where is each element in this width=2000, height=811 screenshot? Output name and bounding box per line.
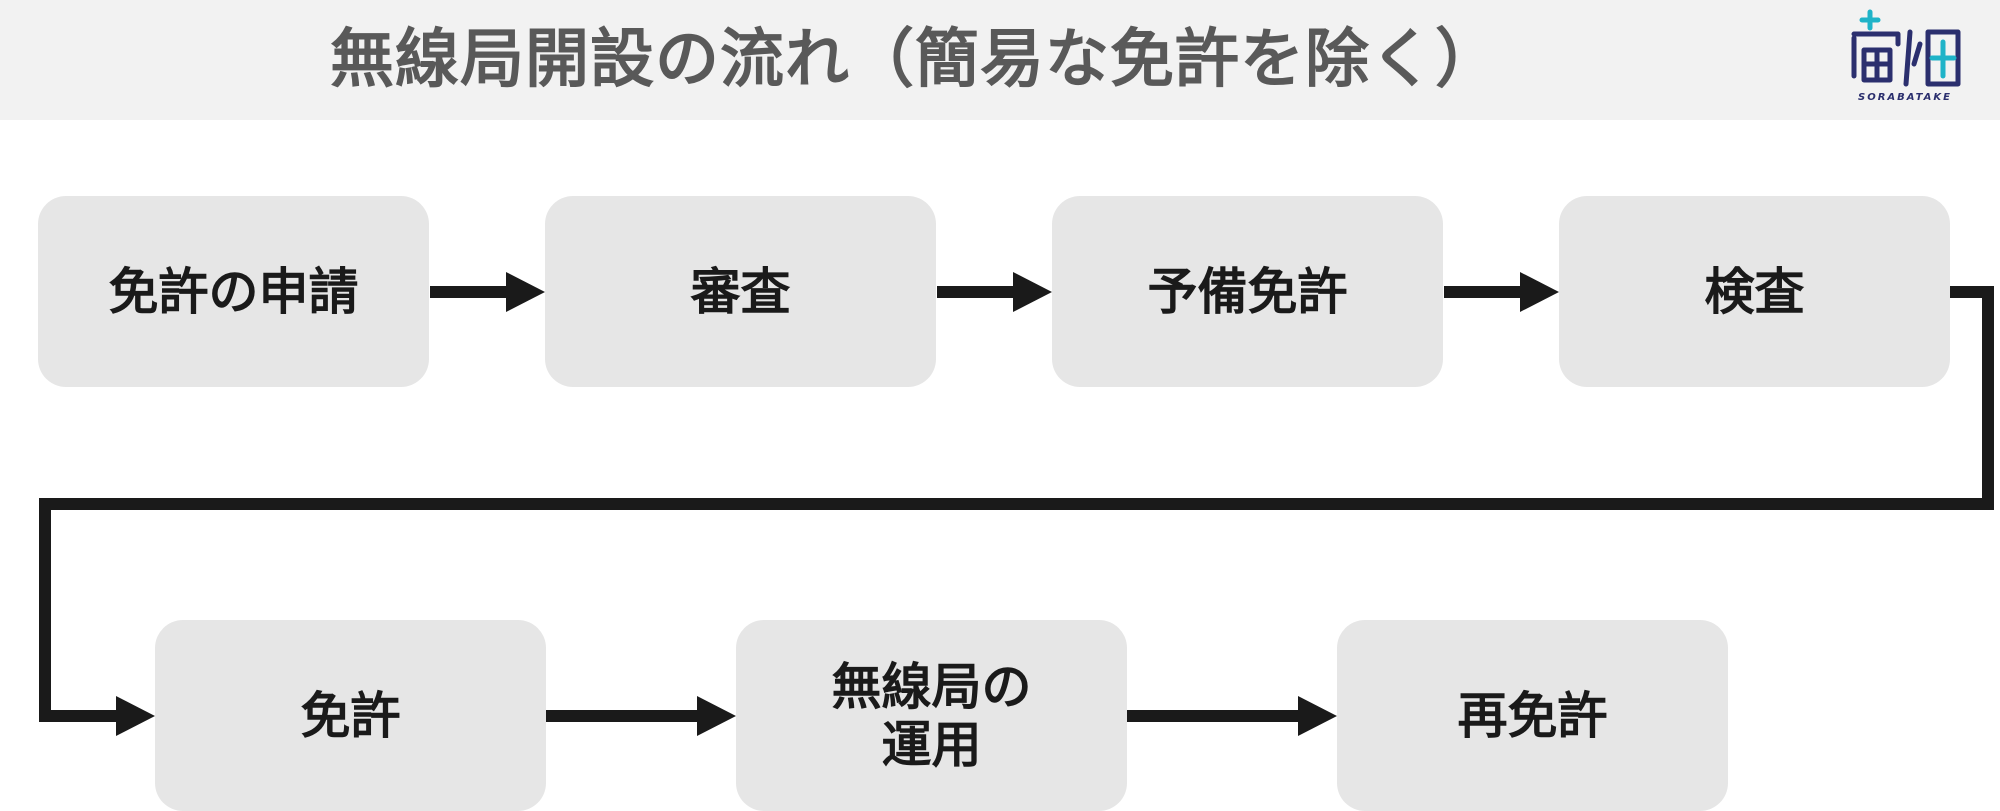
step-relicense: 再免許	[1337, 620, 1728, 811]
arrow-4-to-5	[39, 286, 1994, 736]
step-review: 審査	[545, 196, 936, 387]
step-preliminary-license: 予備免許	[1052, 196, 1443, 387]
header-bar	[0, 0, 2000, 120]
arrow-2-to-3	[937, 272, 1052, 312]
arrow-1-to-2	[430, 272, 545, 312]
step-license: 免許	[155, 620, 546, 811]
page-title: 無線局開設の流れ（簡易な免許を除く）	[330, 23, 1500, 97]
arrow-6-to-7	[1127, 696, 1337, 736]
step-inspection: 検査	[1559, 196, 1950, 387]
arrow-5-to-6	[546, 696, 736, 736]
arrow-3-to-4	[1444, 272, 1559, 312]
logo-subtitle: SORABATAKE	[1858, 92, 1952, 103]
step-station-operation: 無線局の 運用	[736, 620, 1127, 811]
sorabatake-logo	[1851, 9, 1961, 87]
step-license-application: 免許の申請	[38, 196, 429, 387]
